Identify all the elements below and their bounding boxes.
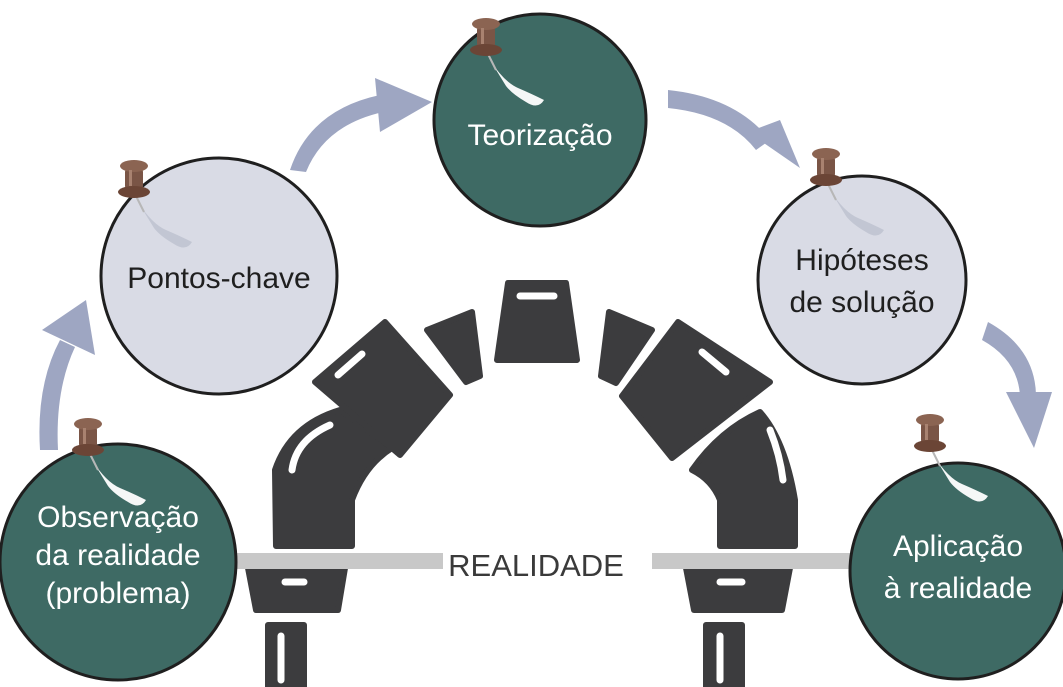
pushpin-icon bbox=[914, 414, 988, 502]
stone-left-pillar-base bbox=[265, 622, 307, 687]
node-label-line: de solução bbox=[789, 286, 934, 319]
arch-stones bbox=[245, 280, 798, 687]
stone-right-lower bbox=[689, 409, 798, 549]
stone-keystone bbox=[494, 280, 580, 363]
node-circle bbox=[756, 174, 968, 386]
arrow-teorizacao-to-hipoteses bbox=[668, 90, 800, 168]
stone-right-pillar-base bbox=[703, 622, 745, 687]
arrow-observacao-to-pontos bbox=[39, 300, 95, 450]
node-circle bbox=[848, 461, 1063, 681]
node-label-line: Teorização bbox=[467, 119, 612, 152]
node-label-line: Aplicação bbox=[893, 530, 1023, 563]
node-teorizacao: Teorização bbox=[432, 12, 648, 228]
stone-right-wedge bbox=[598, 309, 655, 386]
center-label-realidade: REALIDADE bbox=[448, 548, 624, 583]
node-observacao: Observação da realidade (problema) bbox=[0, 418, 238, 682]
stone-right-capital bbox=[683, 565, 793, 613]
stone-left-upper bbox=[312, 319, 453, 458]
node-label-line: Observação bbox=[37, 501, 199, 534]
pushpin-icon bbox=[810, 148, 884, 236]
pushpin-icon bbox=[72, 418, 146, 506]
node-label-line: da realidade bbox=[35, 539, 200, 572]
stone-left-wedge bbox=[424, 309, 483, 385]
node-label-line: (problema) bbox=[45, 577, 190, 610]
node-pontos: Pontos-chave bbox=[99, 156, 339, 396]
stone-right-upper bbox=[619, 319, 773, 461]
stone-left-capital bbox=[245, 565, 348, 613]
node-hipoteses: Hipóteses de solução bbox=[756, 148, 968, 386]
beam-left bbox=[225, 553, 443, 569]
node-circle bbox=[0, 442, 238, 682]
node-label-line: Pontos-chave bbox=[127, 262, 310, 295]
pushpin-icon bbox=[118, 160, 192, 248]
node-label-line: à realidade bbox=[884, 572, 1032, 605]
node-circle bbox=[99, 156, 339, 396]
arrow-hipoteses-to-aplicacao bbox=[982, 322, 1052, 448]
arrow-pontos-to-teorizacao bbox=[290, 78, 432, 172]
pushpin-icon bbox=[470, 18, 544, 106]
node-aplicacao: Aplicação à realidade bbox=[848, 414, 1063, 681]
reality-beams bbox=[225, 553, 867, 569]
cycle-nodes: Observação da realidade (problema) Pontos-c… bbox=[0, 12, 1063, 682]
node-label-line: Hipóteses bbox=[795, 244, 928, 277]
node-circle bbox=[432, 12, 648, 228]
cycle-arrows bbox=[39, 78, 1052, 450]
beam-right bbox=[652, 553, 867, 569]
